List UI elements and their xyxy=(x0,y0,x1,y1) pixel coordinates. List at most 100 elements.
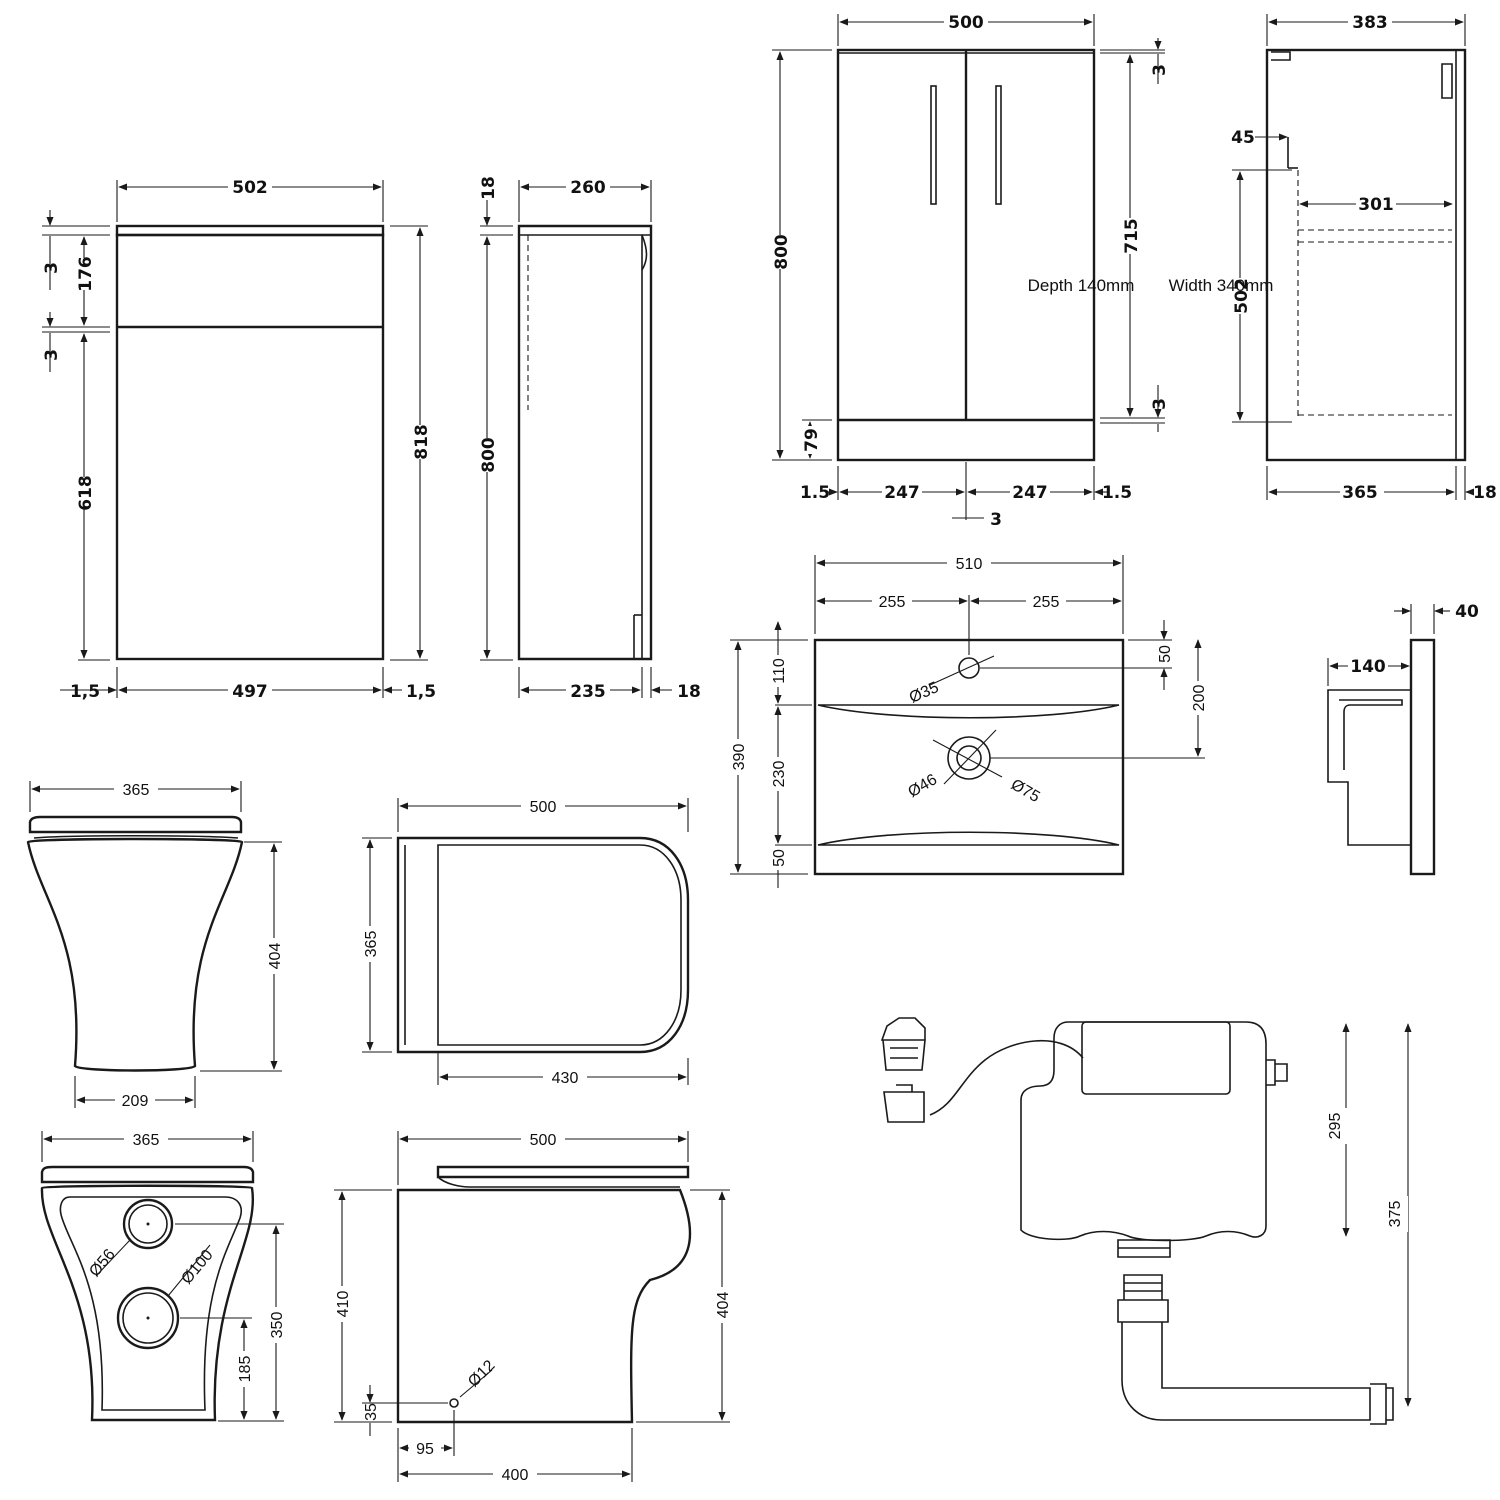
toilet-seat-rear xyxy=(40,1165,255,1184)
cistern-flush-cable xyxy=(929,1039,1084,1116)
toilet-seat-top xyxy=(437,844,682,1046)
dim-label: 247 xyxy=(1012,483,1048,503)
dim-label: 3 xyxy=(42,262,62,274)
toilet-top-view: 500 365 430 xyxy=(361,795,690,1088)
basin-wall-section xyxy=(1409,638,1436,876)
door-handle-left xyxy=(930,85,937,205)
dim-label: Ø100 xyxy=(178,1247,216,1288)
dim-label: 818 xyxy=(412,424,432,460)
dim-label: 3 xyxy=(990,510,1002,530)
dim-label: 247 xyxy=(884,483,920,503)
dim-label: 3 xyxy=(1150,64,1170,76)
toilet-front-view: 365 404 209 xyxy=(26,778,285,1111)
vanity-unit-side-view: 383 45 301 502 365 18 xyxy=(1231,11,1497,503)
dim-label: 18 xyxy=(1473,483,1497,503)
dim-label: 235 xyxy=(570,682,606,702)
dim-label: 176 xyxy=(76,256,96,292)
dim-label: 404 xyxy=(715,1292,732,1319)
dim-label: 497 xyxy=(232,682,268,702)
door-handle-right xyxy=(995,85,1002,205)
wc-unit-side-body xyxy=(517,224,653,661)
dim-label: 18 xyxy=(677,682,701,702)
wc-unit-side-view: 260 18 800 235 18 xyxy=(478,176,701,702)
dim-label: 255 xyxy=(879,594,906,611)
fixing-hole xyxy=(449,1398,459,1408)
flush-pipe-end xyxy=(1370,1383,1394,1425)
dim-label: Ø12 xyxy=(465,1357,498,1390)
dim-label: 255 xyxy=(1033,594,1060,611)
dim-label: Ø56 xyxy=(86,1246,119,1280)
basin-side-view: 40 140 xyxy=(1327,602,1479,876)
toilet-side-view: Ø12 500 410 35 404 95 400 xyxy=(333,1128,733,1485)
dim-label: Ø75 xyxy=(1008,776,1043,806)
cistern-body xyxy=(1020,1021,1267,1242)
cistern-access-panel xyxy=(1081,1021,1231,1095)
dim-label: 715 xyxy=(1122,218,1142,254)
dim-label: 209 xyxy=(122,1093,149,1110)
dim-label: 140 xyxy=(1350,657,1386,677)
vanity-unit-front-view: 500 800 79 3 715 3 1.5 247 247 1.5 3 xyxy=(771,11,1170,530)
dim-label: Ø46 xyxy=(905,771,940,801)
dim-label: 1.5 xyxy=(1102,483,1132,503)
wc-unit-worktop xyxy=(115,224,385,237)
dim-label: 365 xyxy=(1342,483,1378,503)
dim-label: 35 xyxy=(363,1403,380,1421)
dim-label: 375 xyxy=(1387,1201,1404,1228)
dim-label: 3 xyxy=(1150,398,1170,410)
dim-label: 40 xyxy=(1455,602,1479,622)
flush-button-assembly xyxy=(880,1017,926,1071)
dim-label: 301 xyxy=(1358,195,1394,215)
basin-bowl-edge-rear xyxy=(817,704,1120,719)
dim-label: 260 xyxy=(570,178,606,198)
dim-label: 410 xyxy=(335,1291,352,1318)
dim-label: 1,5 xyxy=(70,682,100,702)
cistern-outlet-coupling xyxy=(1117,1239,1171,1258)
dim-label: 390 xyxy=(731,744,748,771)
dim-label: 365 xyxy=(133,1132,160,1149)
dim-label: 400 xyxy=(502,1467,529,1484)
dim-label: 79 xyxy=(802,428,822,452)
toilet-pan-front xyxy=(26,837,244,1072)
tap-hole xyxy=(958,657,980,679)
wc-unit-body xyxy=(115,233,385,661)
dim-label: 3 xyxy=(42,349,62,361)
dim-label: 500 xyxy=(530,1132,557,1149)
dim-label: 800 xyxy=(772,234,792,270)
dim-label: 383 xyxy=(1352,13,1388,33)
concealed-cistern-view: Depth 140mm Width 340mm 295 375 xyxy=(880,276,1412,1425)
dim-label: 350 xyxy=(269,1312,286,1339)
dim-label: 618 xyxy=(76,475,96,511)
cistern-width-caption: Width 340mm xyxy=(1169,276,1274,295)
dim-label: 18 xyxy=(479,176,499,200)
dim-label: 510 xyxy=(956,556,983,573)
flush-bend-pipe xyxy=(1121,1322,1371,1421)
dim-label: 185 xyxy=(237,1356,254,1383)
basin-bowl-edge-front xyxy=(817,831,1120,846)
dim-label: 800 xyxy=(479,437,499,473)
wc-unit-front-view: 502 3 176 3 618 818 1,5 497 1,5 xyxy=(42,176,436,702)
dim-label: 404 xyxy=(267,943,284,970)
dim-label: 365 xyxy=(123,782,150,799)
basin-side-profile xyxy=(1327,689,1411,846)
cistern-depth-caption: Depth 140mm xyxy=(1028,276,1135,295)
dim-label: 95 xyxy=(416,1441,434,1458)
dim-label: 500 xyxy=(948,13,984,33)
dim-label: 200 xyxy=(1191,685,1208,712)
outlet-hole xyxy=(116,1286,180,1350)
toilet-rear-view: Ø56 Ø100 365 350 185 xyxy=(40,1128,287,1422)
flush-actuator xyxy=(883,1084,925,1123)
dim-label: 295 xyxy=(1327,1113,1344,1140)
dim-label: 50 xyxy=(1157,645,1174,663)
dim-label: 502 xyxy=(1232,278,1252,314)
dim-label: 1.5 xyxy=(800,483,830,503)
dim-label: 1,5 xyxy=(406,682,436,702)
flush-pipe-connector xyxy=(1117,1274,1169,1323)
dim-label: Ø35 xyxy=(907,679,942,707)
dim-label: 45 xyxy=(1231,128,1255,148)
inlet-hole xyxy=(122,1198,174,1250)
dim-label: 502 xyxy=(232,178,268,198)
toilet-pan-top xyxy=(396,836,690,1054)
waste-inner xyxy=(956,745,982,771)
dim-label: 50 xyxy=(771,849,788,867)
